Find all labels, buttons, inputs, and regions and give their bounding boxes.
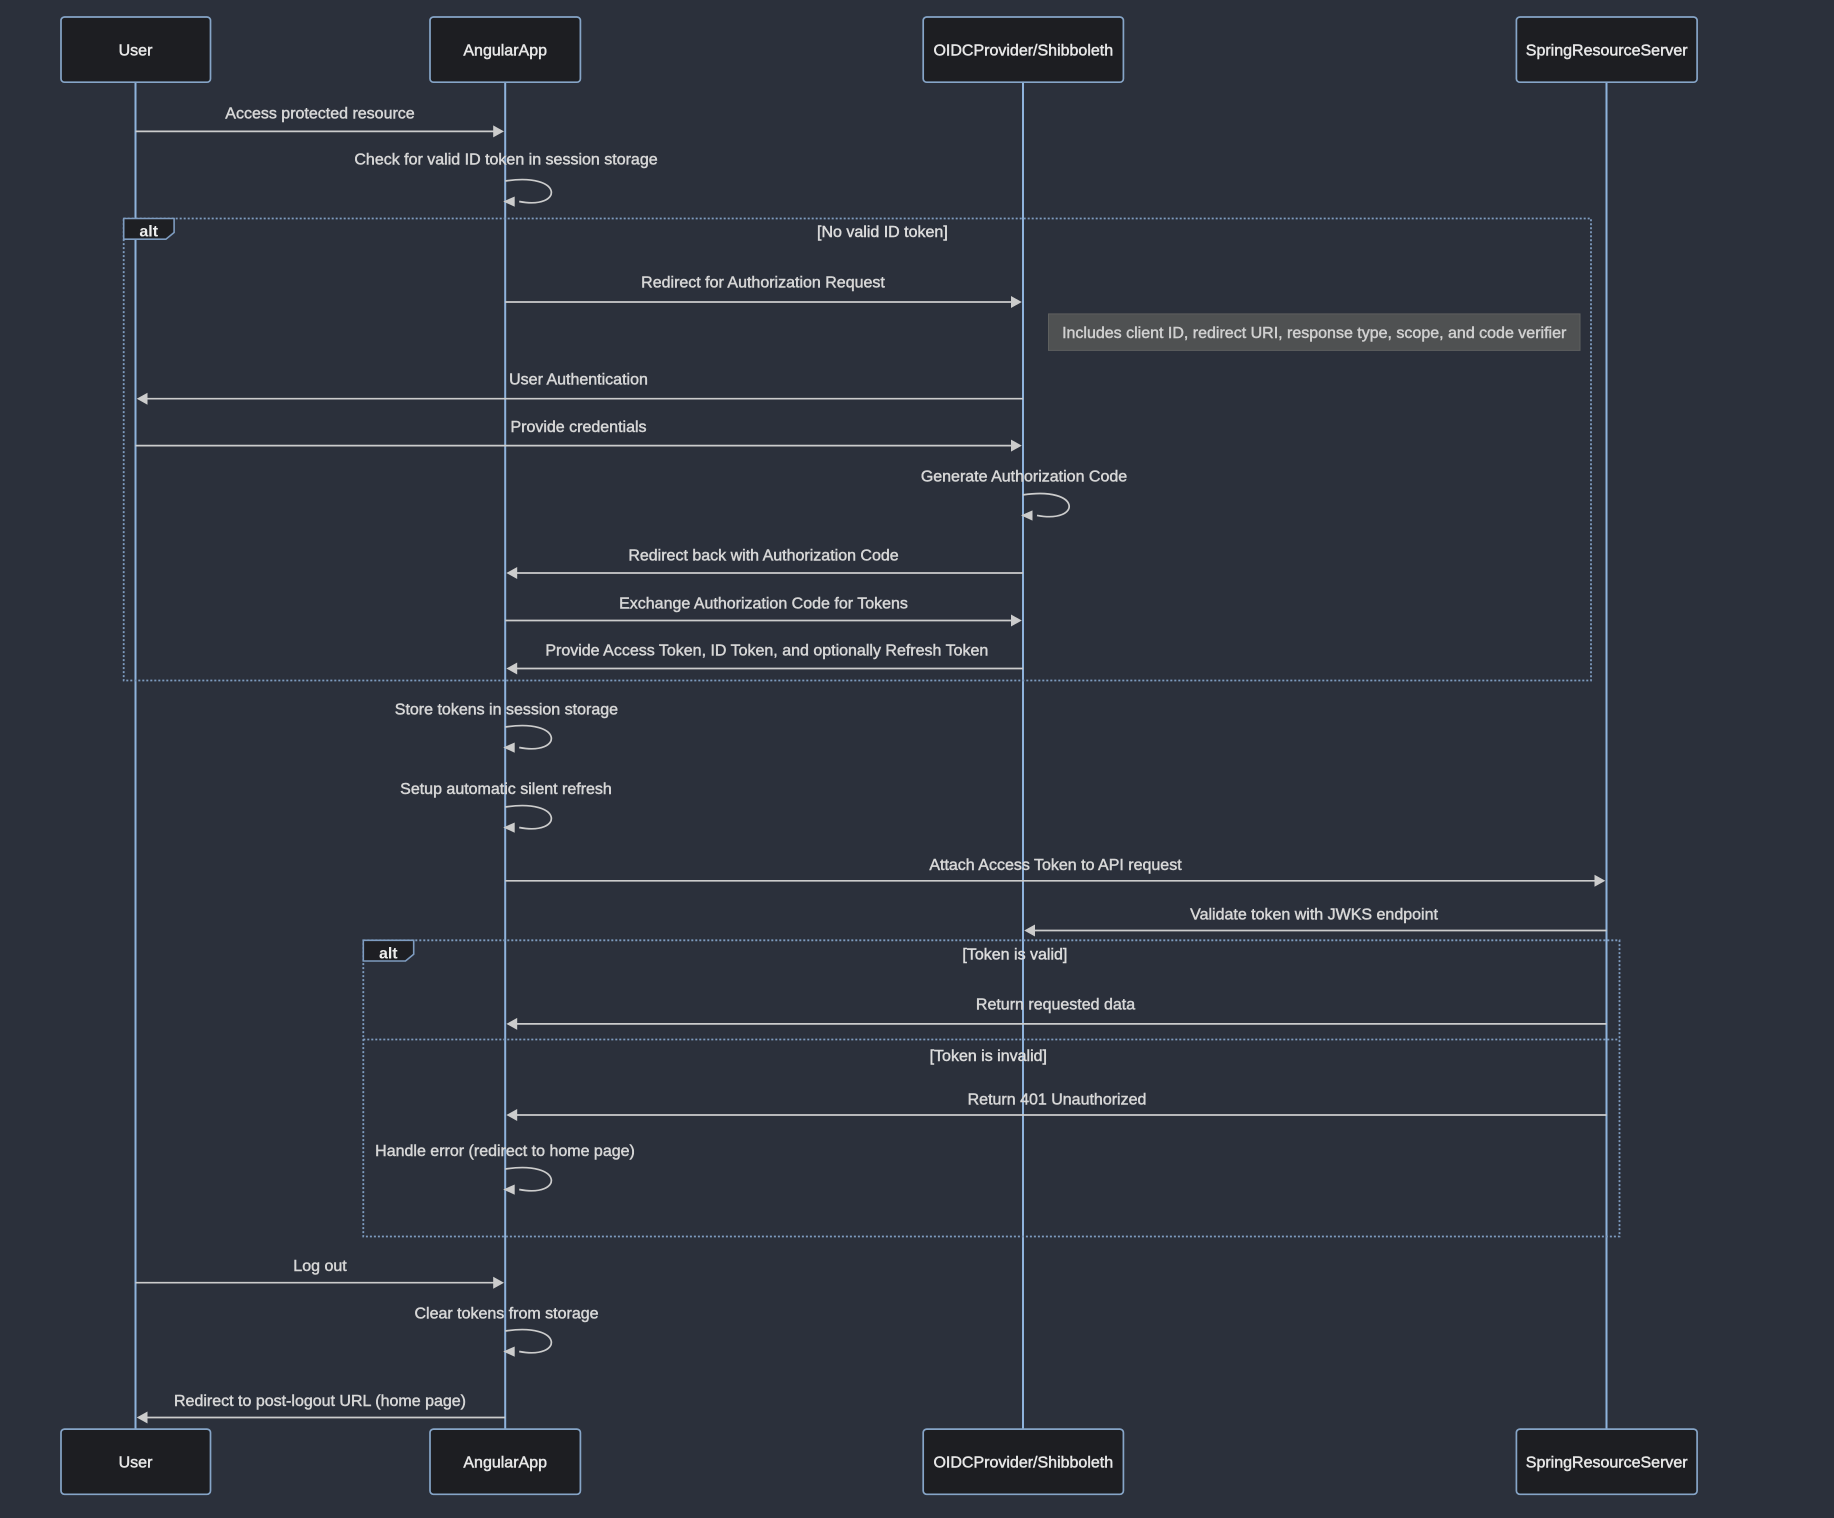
svg-text:Check for valid ID token in se: Check for valid ID token in session stor… [354, 152, 657, 169]
svg-text:Store tokens in session storag: Store tokens in session storage [395, 701, 618, 718]
svg-text:[Token is invalid]: [Token is invalid] [930, 1048, 1047, 1065]
svg-text:AngularApp: AngularApp [463, 42, 547, 59]
svg-text:Setup automatic silent refresh: Setup automatic silent refresh [400, 781, 612, 798]
svg-text:Return 401 Unauthorized: Return 401 Unauthorized [968, 1092, 1147, 1109]
svg-text:Redirect for Authorization Req: Redirect for Authorization Request [641, 275, 885, 292]
svg-text:Provide Access Token, ID Token: Provide Access Token, ID Token, and opti… [545, 643, 988, 660]
svg-text:Provide credentials: Provide credentials [510, 419, 646, 436]
svg-text:SpringResourceServer: SpringResourceServer [1526, 1454, 1689, 1471]
svg-text:[No valid ID token]: [No valid ID token] [817, 224, 948, 241]
svg-text:Return requested data: Return requested data [976, 997, 1135, 1014]
svg-text:SpringResourceServer: SpringResourceServer [1526, 42, 1689, 59]
svg-text:User Authentication: User Authentication [509, 372, 648, 389]
svg-text:alt: alt [379, 945, 398, 962]
svg-text:OIDCProvider/Shibboleth: OIDCProvider/Shibboleth [933, 42, 1113, 59]
svg-text:Exchange Authorization Code fo: Exchange Authorization Code for Tokens [619, 596, 908, 613]
svg-text:Attach Access Token to API req: Attach Access Token to API request [929, 857, 1182, 874]
svg-text:Generate Authorization Code: Generate Authorization Code [921, 469, 1127, 486]
svg-text:Access protected resource: Access protected resource [225, 105, 415, 122]
svg-text:Redirect to post-logout URL (h: Redirect to post-logout URL (home page) [174, 1393, 466, 1410]
svg-text:[Token is valid]: [Token is valid] [962, 946, 1067, 963]
svg-text:AngularApp: AngularApp [463, 1454, 547, 1471]
svg-text:User: User [119, 1454, 153, 1471]
svg-text:OIDCProvider/Shibboleth: OIDCProvider/Shibboleth [933, 1454, 1113, 1471]
svg-text:Redirect back with Authorizati: Redirect back with Authorization Code [628, 548, 898, 565]
svg-text:alt: alt [139, 224, 158, 241]
svg-text:Handle error (redirect to home: Handle error (redirect to home page) [375, 1143, 635, 1160]
svg-text:Log out: Log out [293, 1258, 347, 1275]
svg-text:Includes client ID, redirect U: Includes client ID, redirect URI, respon… [1062, 325, 1567, 342]
svg-text:Clear tokens from storage: Clear tokens from storage [414, 1305, 598, 1322]
svg-text:Validate token with JWKS endpo: Validate token with JWKS endpoint [1190, 907, 1438, 924]
svg-text:User: User [119, 42, 153, 59]
